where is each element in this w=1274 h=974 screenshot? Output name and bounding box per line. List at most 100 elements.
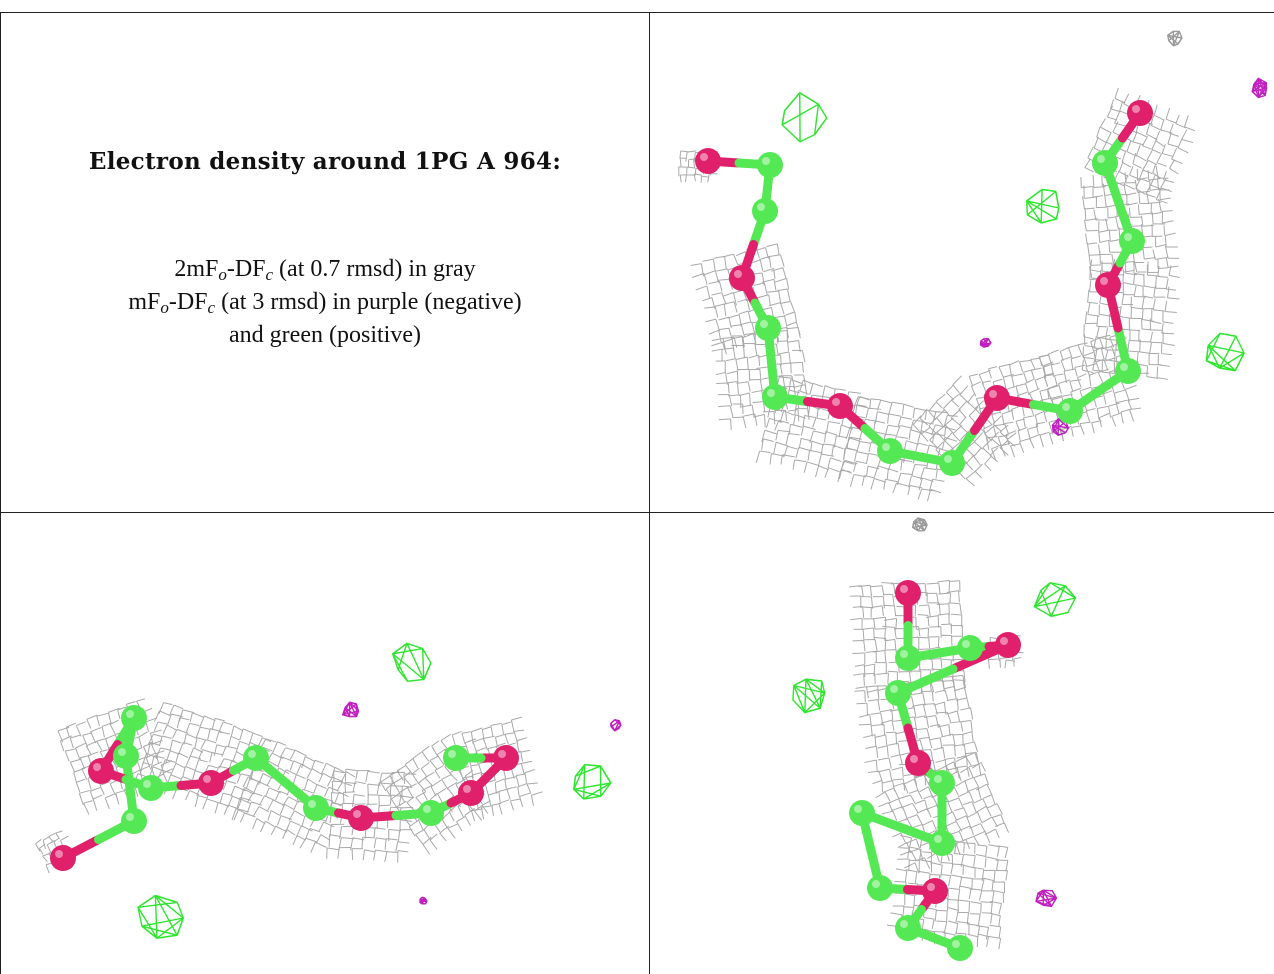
mesh-strand — [862, 628, 874, 629]
mesh-strand — [958, 792, 969, 797]
mesh-strand — [1127, 203, 1138, 205]
mesh-strand — [286, 748, 297, 751]
mesh-strand — [1025, 383, 1029, 395]
mesh-strand — [733, 348, 735, 358]
mesh-strand — [1094, 137, 1098, 148]
mesh-strand — [757, 295, 769, 298]
mesh-strand — [287, 829, 296, 835]
mesh-strand — [899, 819, 908, 822]
mesh-strand — [943, 686, 954, 688]
mesh-strand — [930, 738, 940, 740]
mesh-strand — [432, 746, 438, 756]
mesh-strand — [319, 822, 324, 832]
mesh-strand — [726, 359, 736, 361]
mesh-strand — [1142, 297, 1144, 309]
mesh-strand — [785, 316, 788, 329]
mesh-strand — [452, 731, 461, 735]
mesh-strand — [163, 773, 167, 782]
mesh-strand — [1109, 406, 1111, 417]
atom-highlight — [944, 455, 952, 463]
mesh-strand — [1036, 424, 1038, 434]
mesh-strand — [925, 774, 926, 785]
mesh-strand — [1095, 348, 1097, 360]
mesh-strand — [1072, 428, 1074, 437]
mesh-strand — [1097, 137, 1107, 143]
mesh-strand — [959, 401, 967, 410]
mesh-strand — [1083, 352, 1093, 356]
mesh-strand — [966, 757, 972, 766]
mesh-strand — [441, 734, 451, 740]
carbon-atom — [1092, 150, 1118, 176]
mesh-strand — [110, 724, 115, 733]
blob-edge — [1040, 189, 1043, 223]
blob-edge — [1219, 335, 1237, 369]
mesh-strand — [1169, 168, 1178, 173]
mesh-strand — [324, 822, 335, 827]
mesh-strand — [856, 461, 867, 463]
mesh-strand — [1002, 410, 1013, 414]
mesh-strand — [66, 727, 69, 736]
mesh-strand — [737, 371, 738, 383]
mesh-strand — [816, 418, 826, 420]
mesh-strand — [1121, 412, 1123, 423]
mesh-strand — [781, 255, 785, 267]
mesh-strand — [1030, 438, 1034, 448]
mesh-strand — [478, 764, 482, 775]
mesh-strand — [236, 741, 239, 752]
mesh-strand — [953, 812, 957, 821]
mesh-strand — [1125, 389, 1129, 401]
mesh-strand — [859, 724, 871, 725]
mesh-strand — [930, 431, 938, 440]
mesh-strand — [308, 779, 317, 785]
mesh-strand — [374, 838, 376, 848]
mesh-strand — [1107, 106, 1112, 117]
mesh-strand — [864, 476, 874, 478]
mesh-strand — [914, 708, 916, 719]
mesh-strand — [776, 344, 778, 355]
mesh-strand — [1137, 155, 1147, 161]
mesh-strand — [43, 856, 48, 862]
mesh-strand — [741, 325, 744, 337]
mesh-strand — [1106, 328, 1108, 339]
mesh-strand — [1099, 230, 1109, 232]
mesh-strand — [869, 442, 871, 452]
mesh-strand — [883, 605, 894, 606]
mesh-strand — [966, 455, 974, 463]
mesh-strand — [54, 838, 59, 842]
mesh-strand — [412, 774, 418, 784]
mesh-strand — [1146, 184, 1151, 194]
mesh-strand — [183, 710, 194, 713]
mesh-strand — [1184, 115, 1188, 126]
mesh-strand — [405, 765, 413, 775]
mesh-strand — [914, 779, 918, 790]
mesh-strand — [722, 293, 726, 305]
mesh-strand — [1137, 145, 1141, 156]
mesh-strand — [267, 776, 272, 786]
carbon-atom — [121, 808, 147, 834]
mesh-strand — [997, 804, 1002, 815]
mesh-strand — [909, 476, 912, 488]
mesh-strand — [1134, 273, 1144, 275]
mesh-strand — [170, 740, 172, 751]
mesh-strand — [338, 848, 340, 859]
mesh-strand — [798, 327, 800, 338]
mesh-strand — [948, 801, 952, 812]
mesh-strand — [898, 417, 901, 426]
mesh-strand — [933, 760, 936, 772]
mesh-strand — [889, 758, 891, 769]
mesh-strand — [97, 741, 102, 750]
atom-highlight — [700, 153, 708, 161]
mesh-strand — [1123, 271, 1124, 282]
mesh-strand — [46, 865, 49, 873]
mesh-strand — [982, 817, 992, 823]
mesh-strand — [903, 807, 907, 818]
negative-density-blob — [419, 896, 428, 905]
mesh-strand — [146, 722, 149, 732]
mesh-strand — [980, 902, 992, 903]
mesh-strand — [1124, 184, 1134, 189]
mesh-strand — [1059, 380, 1070, 384]
mesh-strand — [855, 691, 865, 692]
mesh-strand — [784, 411, 794, 415]
mesh-strand — [84, 803, 89, 814]
mesh-strand — [818, 408, 828, 411]
